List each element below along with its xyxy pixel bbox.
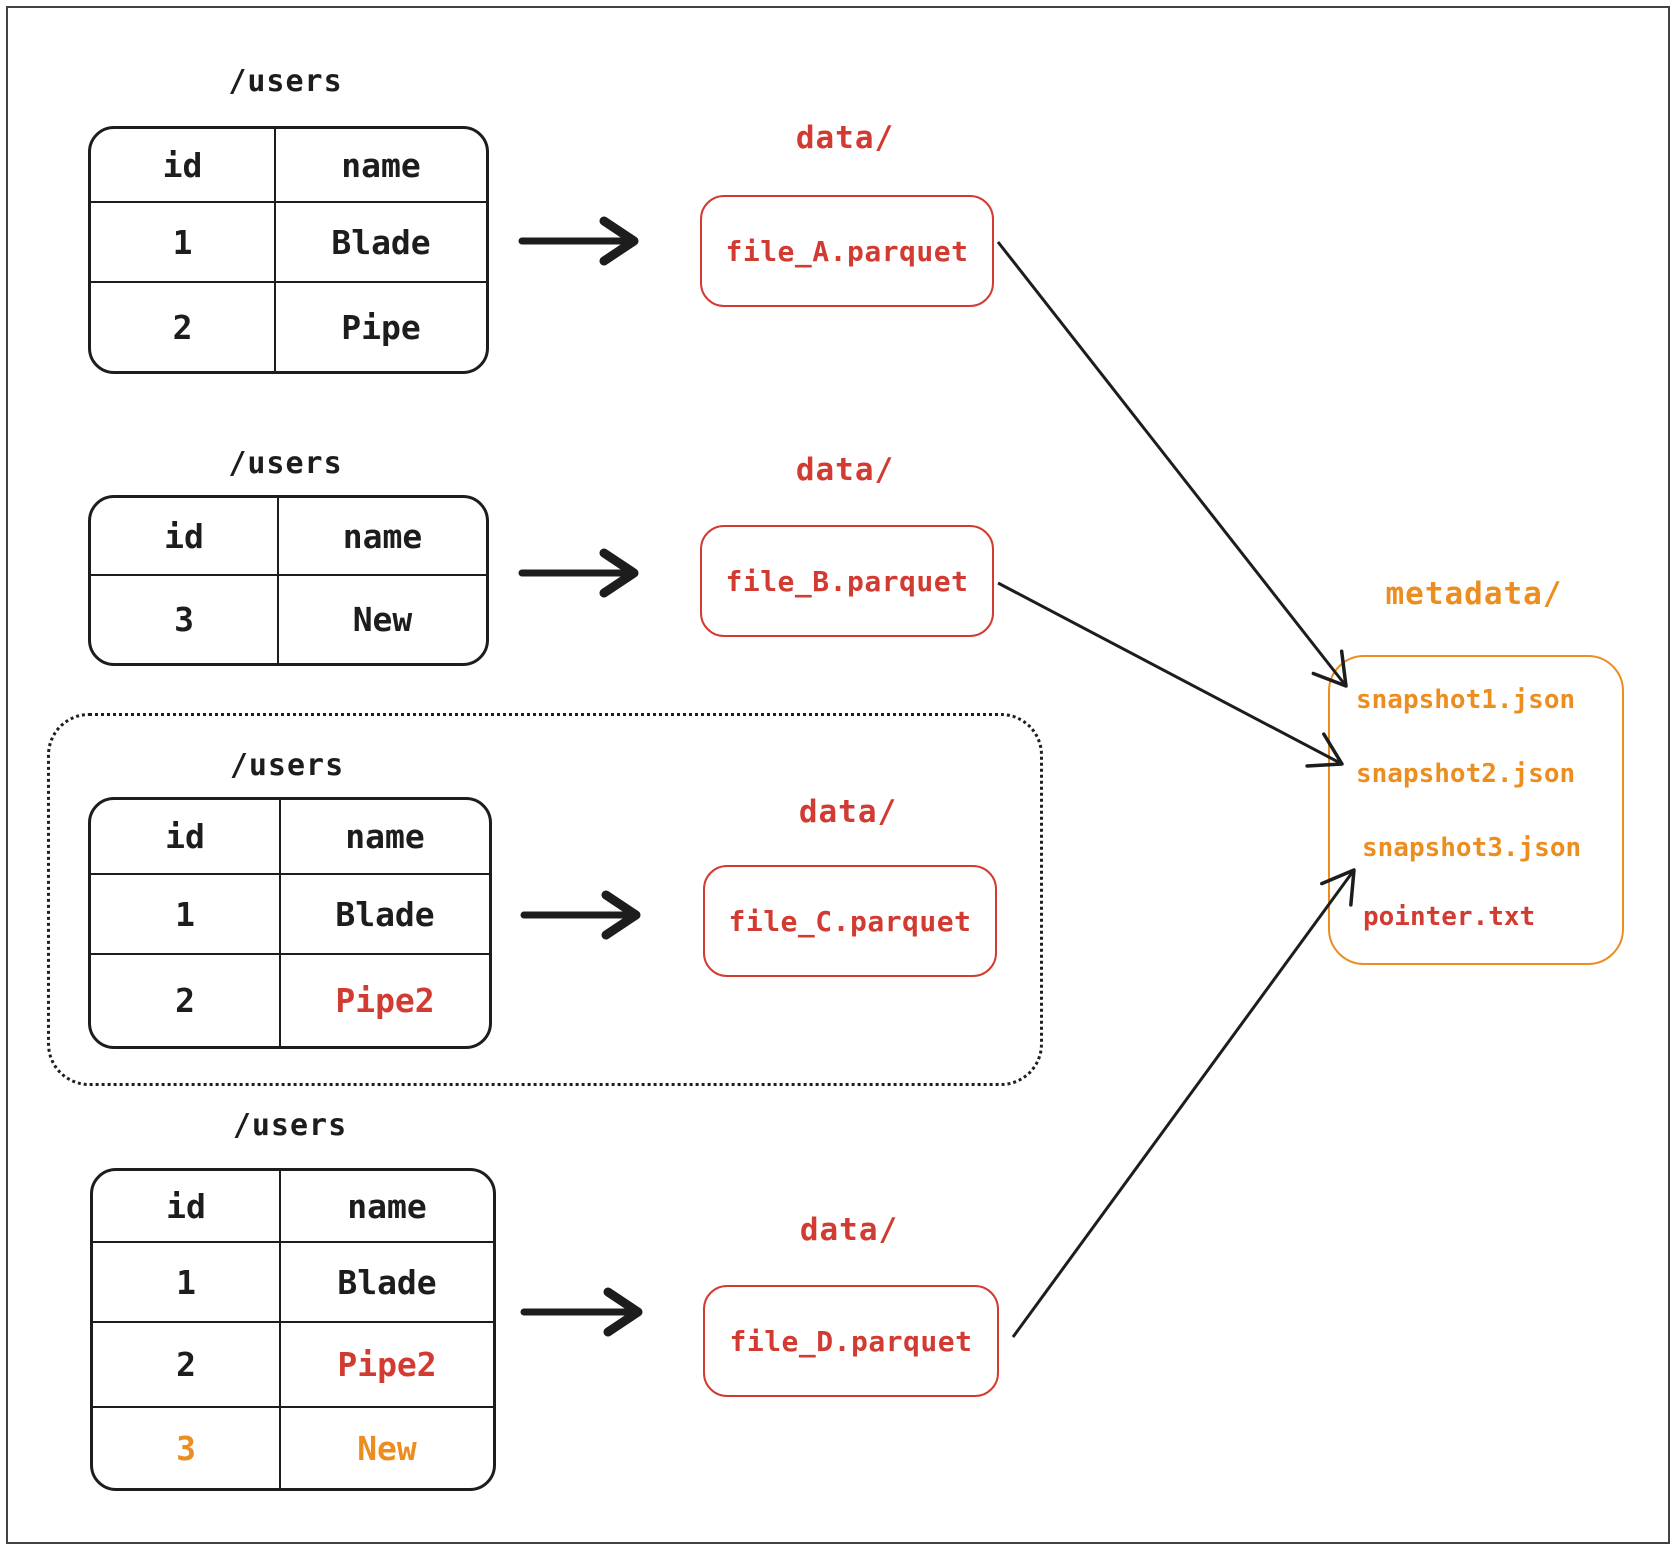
table-cell-new: New [357,1428,417,1468]
table-cell: New [352,600,413,639]
users-table-final: id name 1 Blade 2 Pipe2 3 New [90,1168,496,1491]
table-cell-new: 3 [93,1408,281,1488]
table-cell: Blade [281,1243,493,1323]
table-cell-updated: Pipe2 [335,981,435,1020]
metadata-dir-label: metadata/ [1385,576,1563,612]
users-table-snapshot2: id name 3 New [88,495,489,666]
table-cell: Blade [276,203,486,283]
metadata-box: snapshot1.json snapshot2.json snapshot3.… [1328,655,1624,965]
table-cell: 3 [91,576,279,663]
arrow-file-a-to-snapshot1 [996,241,1348,688]
table-header-name: name [281,800,489,875]
table-cell: 2 [91,955,281,1046]
table-cell: 2 [93,1323,281,1408]
table-cell: Blade [281,875,489,955]
table-header-id: id [91,129,276,203]
arrow-file-d-to-snapshot3 [1011,868,1356,1338]
table-cell-updated: Pipe2 [281,1323,493,1408]
users-table-snapshot3-pending: id name 1 Blade 2 Pipe2 [88,797,492,1049]
table-cell: Pipe [341,307,421,347]
metadata-file-snapshot3: snapshot3.json [1362,833,1582,863]
table-cell: 1 [91,875,281,955]
users-path-label-4: /users [232,1108,348,1143]
users-path-label-2: /users [228,446,343,481]
table-header-name: name [276,129,486,203]
file-b-parquet-box: file_B.parquet [700,525,994,637]
file-d-parquet-box: file_D.parquet [703,1285,999,1397]
table-cell: 1 [93,1243,281,1323]
table-cell: 2 [91,283,276,371]
table-header-id: id [91,800,281,875]
users-path-label-3: /users [229,748,345,783]
data-dir-label-4: data/ [799,1212,899,1248]
users-path-label-1: /users [228,64,343,99]
arrow-file-b-to-snapshot2 [997,581,1344,768]
data-dir-label-3: data/ [798,794,898,830]
table-cell: 1 [91,203,276,283]
table-header-id: id [91,498,279,576]
file-c-parquet-box: file_C.parquet [703,865,997,977]
users-table-snapshot1: id name 1 Blade 2 Pipe [88,126,489,374]
table-header-name: name [279,498,486,576]
file-a-parquet-box: file_A.parquet [700,195,994,307]
data-dir-label-2: data/ [795,452,895,488]
metadata-file-snapshot2: snapshot2.json [1356,759,1576,789]
metadata-file-snapshot1: snapshot1.json [1356,685,1576,715]
metadata-file-pointer: pointer.txt [1363,902,1536,932]
table-header-id: id [93,1171,281,1243]
table-header-name: name [281,1171,493,1243]
data-dir-label-1: data/ [795,120,895,156]
